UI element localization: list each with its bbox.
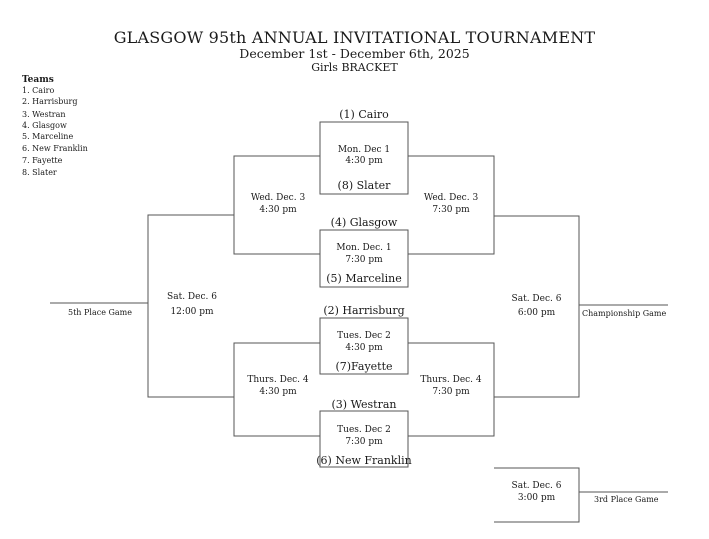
page-title: GLASGOW 95th ANNUAL INVITATIONAL TOURNAM… [113,28,596,47]
team-list-item: 4. Glasgow [22,121,67,130]
team-list-item: 1. Cairo [22,86,55,95]
team-list-item: 6. New Franklin [22,144,88,153]
seed-label: (2) Harrisburg [323,304,405,317]
fifth-bracket [147,214,234,398]
semi-bot-bracket [408,342,495,437]
teams-heading: Teams [22,75,54,85]
game-time: 4:30 pm [259,205,297,215]
seed-label: (8) Slater [337,179,391,192]
team-list-item: 5. Marceline [22,132,74,141]
game-time: 4:30 pm [345,156,383,166]
cons-top-bracket [233,155,320,255]
game-day: Mon. Dec 1 [337,145,391,155]
game-day: Sat. Dec. 6 [167,292,217,302]
bracket-name: Girls BRACKET [311,61,398,74]
game-time: 6:00 pm [517,308,556,318]
game-time: 7:30 pm [345,437,383,447]
game-time: 7:30 pm [432,387,470,397]
game-day: Sat. Dec. 6 [511,481,562,491]
game-box-g1 [319,121,409,195]
semi-top-bracket [408,155,495,255]
team-list-item: 8. Slater [22,168,57,177]
game-day: Mon. Dec. 1 [336,243,392,253]
team-list-item: 7. Fayette [22,156,63,165]
game-time: 3:00 pm [517,493,556,503]
game-box-g2 [319,229,409,288]
game-box-g4 [319,410,409,468]
champ-bracket [494,215,580,398]
game-day: Tues. Dec 2 [337,425,391,435]
game-time: 7:30 pm [345,255,383,265]
third-place-label: 3rd Place Game [594,495,659,504]
game-box-g3 [319,317,409,375]
team-list-item: 2. Harrisburg [22,97,78,106]
championship-label: Championship Game [582,309,667,318]
game-day: Wed. Dec. 3 [423,193,479,203]
seed-label: (5) Marceline [326,272,402,285]
seed-label: (3) Westran [331,398,397,411]
third-bracket [494,467,580,523]
game-time: 4:30 pm [345,343,383,353]
game-day: Sat. Dec. 6 [511,294,562,304]
game-day: Thurs. Dec. 4 [247,375,309,385]
tournament-dates: December 1st - December 6th, 2025 [239,46,470,61]
seed-label: (1) Cairo [339,108,389,121]
game-day: Tues. Dec 2 [337,331,391,341]
game-time: 4:30 pm [259,387,297,397]
game-day: Thurs. Dec. 4 [420,375,482,385]
team-list-item: 3. Westran [22,110,66,119]
fifth-place-label: 5th Place Game [68,308,132,317]
game-time: 7:30 pm [432,205,470,215]
seed-label: (4) Glasgow [330,216,398,229]
cons-bot-bracket [233,342,320,437]
game-day: Wed. Dec. 3 [250,193,306,203]
seed-label: (6) New Franklin [316,454,412,467]
seed-label: (7)Fayette [335,360,393,373]
game-time: 12:00 pm [170,307,214,317]
